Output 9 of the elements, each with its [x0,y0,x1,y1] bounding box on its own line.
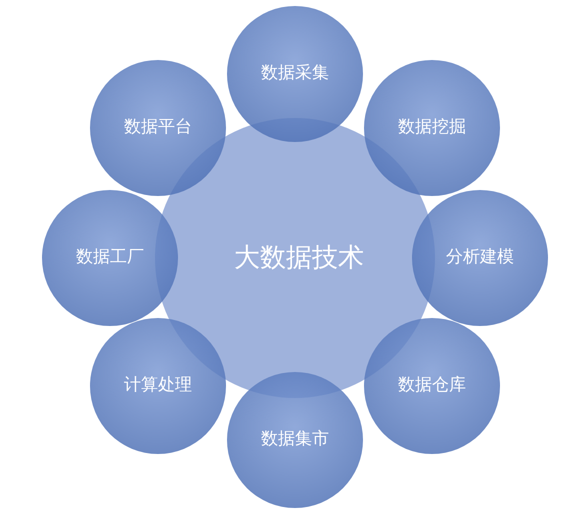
topic-label: 分析建模 [446,246,514,270]
topic-label: 数据采集 [261,62,329,86]
topic-label: 数据工厂 [76,246,144,270]
topic-label: 数据平台 [124,116,192,140]
topic-label: 数据挖掘 [398,116,466,140]
topic-label: 数据仓库 [398,374,466,398]
topic-label: 数据集市 [261,428,329,452]
topic-label: 计算处理 [124,374,192,398]
center-title: 大数据技术 [233,242,364,274]
